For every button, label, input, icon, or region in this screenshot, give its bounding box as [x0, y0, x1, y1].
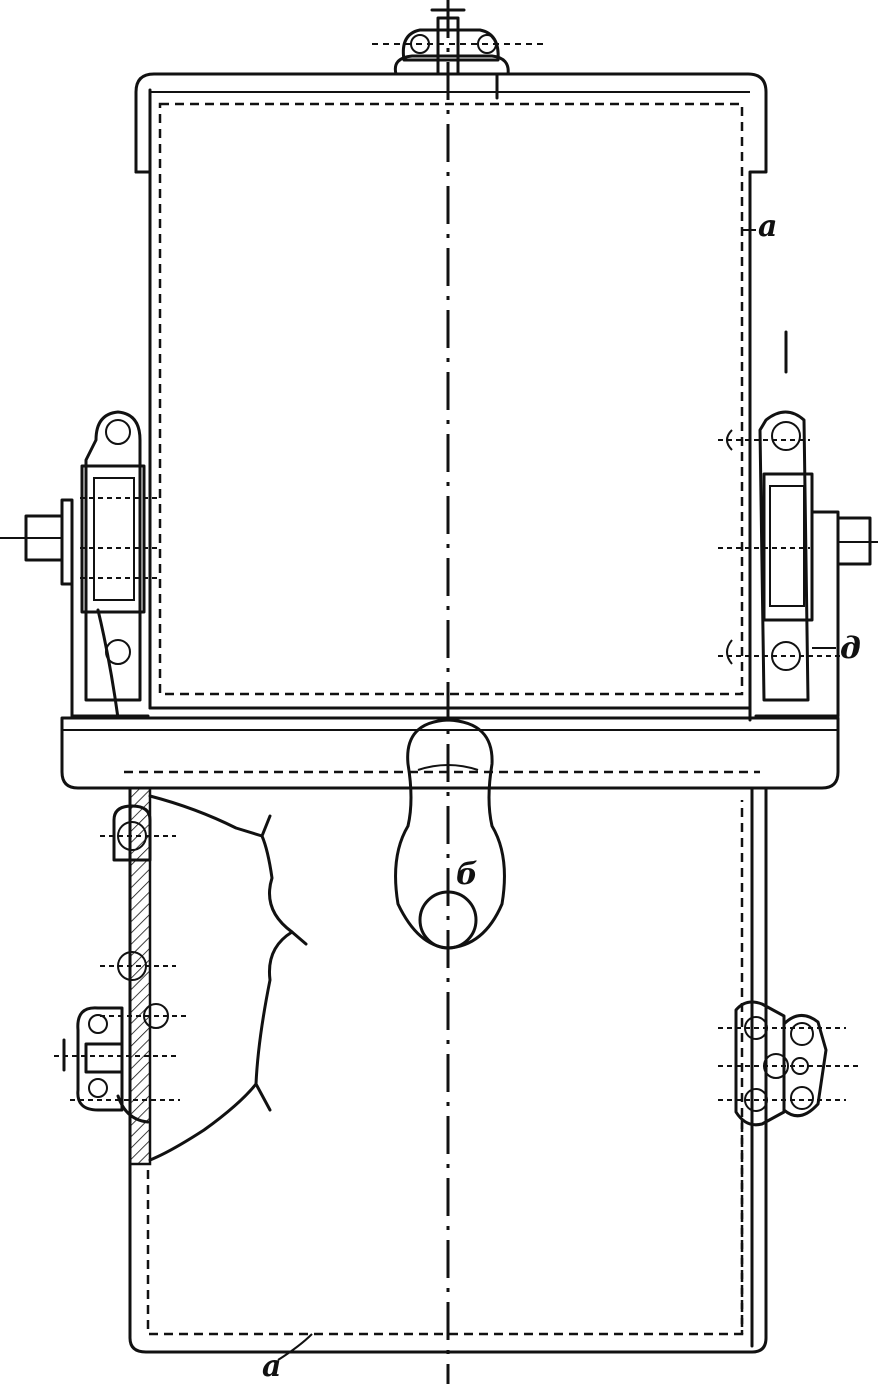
label-side-bracket: д: [840, 631, 861, 666]
lower-left-latch: [54, 1006, 180, 1124]
left-bracket: [0, 410, 160, 720]
label-lower-part: a: [262, 1349, 281, 1384]
base-plate: [60, 716, 840, 790]
right-bracket: [718, 330, 878, 718]
label-hinge-eye: б: [456, 857, 478, 892]
leader-a-bottom: [277, 1333, 313, 1361]
hinge-eye: [394, 718, 506, 950]
left-sectioned-wall: [100, 786, 308, 1166]
lower-box: [128, 786, 768, 1354]
top-clamp: [372, 2, 544, 100]
upper-box: [134, 72, 768, 722]
label-upper-part: a: [758, 209, 777, 244]
lower-right-latch: [718, 1000, 858, 1127]
